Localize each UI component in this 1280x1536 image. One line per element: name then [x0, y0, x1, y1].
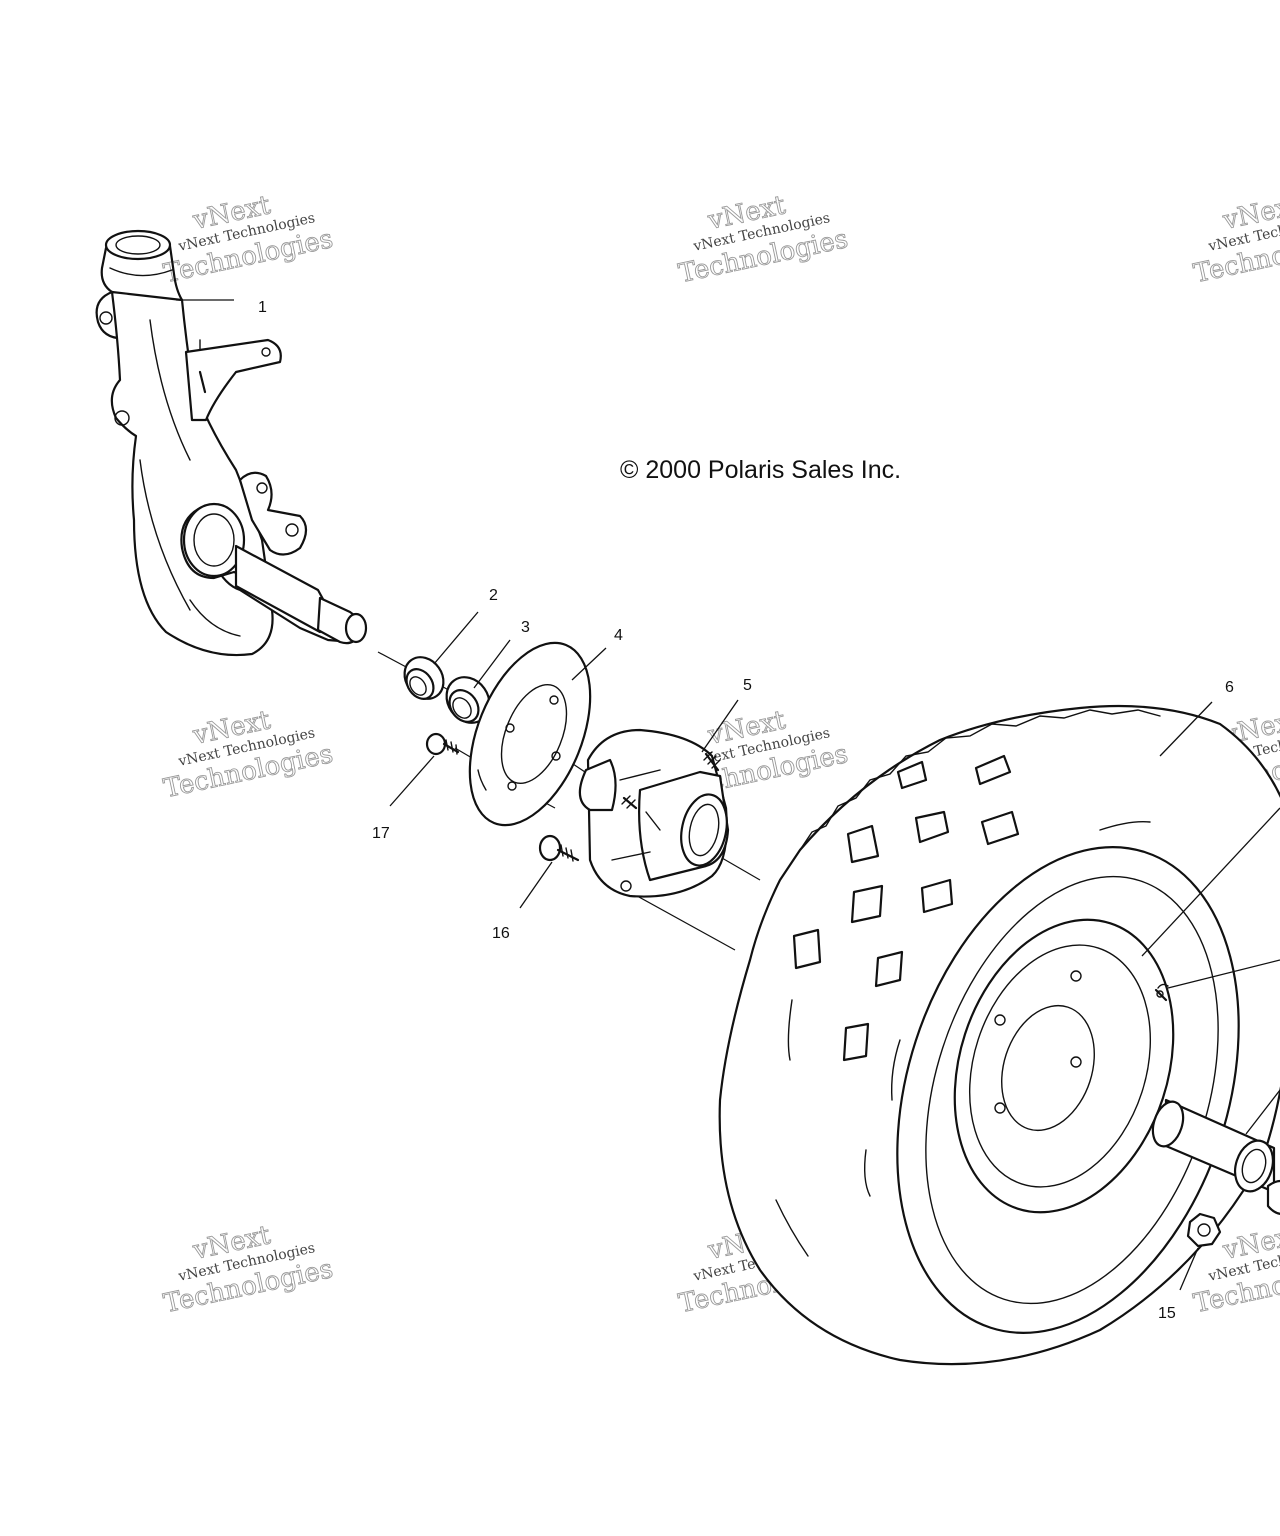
watermark-1: vNext vNext Technologies Technologies — [161, 190, 336, 290]
leader-lines — [176, 299, 1280, 1291]
wheel-tire — [718, 704, 1280, 1366]
wheel-hub — [578, 728, 730, 898]
callout-6: 6 — [1225, 679, 1234, 696]
watermark-4: vNext vNext Technologies Technologies — [161, 705, 336, 805]
callout-4: 4 — [614, 627, 623, 644]
watermark-7: vNext vNext Technologies Technologies — [161, 1220, 336, 1320]
brake-disc — [468, 641, 592, 827]
callout-3: 3 — [521, 619, 530, 636]
steering-knuckle — [95, 229, 368, 657]
wheel-nut — [1186, 1212, 1222, 1248]
callout-2: 2 — [489, 587, 498, 604]
callout-1: 1 — [258, 299, 267, 316]
copyright-notice: © 2000 Polaris Sales Inc. — [620, 456, 901, 484]
callout-15: 15 — [1158, 1305, 1176, 1322]
callout-17: 17 — [372, 825, 390, 842]
watermark-3: vNext vNext Technologies Technologies — [1191, 190, 1280, 290]
callout-16: 16 — [492, 925, 510, 942]
wheel-spacer — [1151, 1098, 1280, 1215]
valve-stem — [1154, 988, 1168, 1002]
disc-bolt — [425, 732, 460, 756]
bearing — [445, 676, 491, 724]
callout-5: 5 — [743, 677, 752, 694]
seal — [403, 656, 445, 700]
watermark-2: vNext vNext Technologies Technologies — [676, 190, 851, 290]
wheel-stud — [538, 834, 580, 862]
callout-numbers: 1 2 3 4 5 6 15 16 17 — [258, 299, 1234, 1322]
